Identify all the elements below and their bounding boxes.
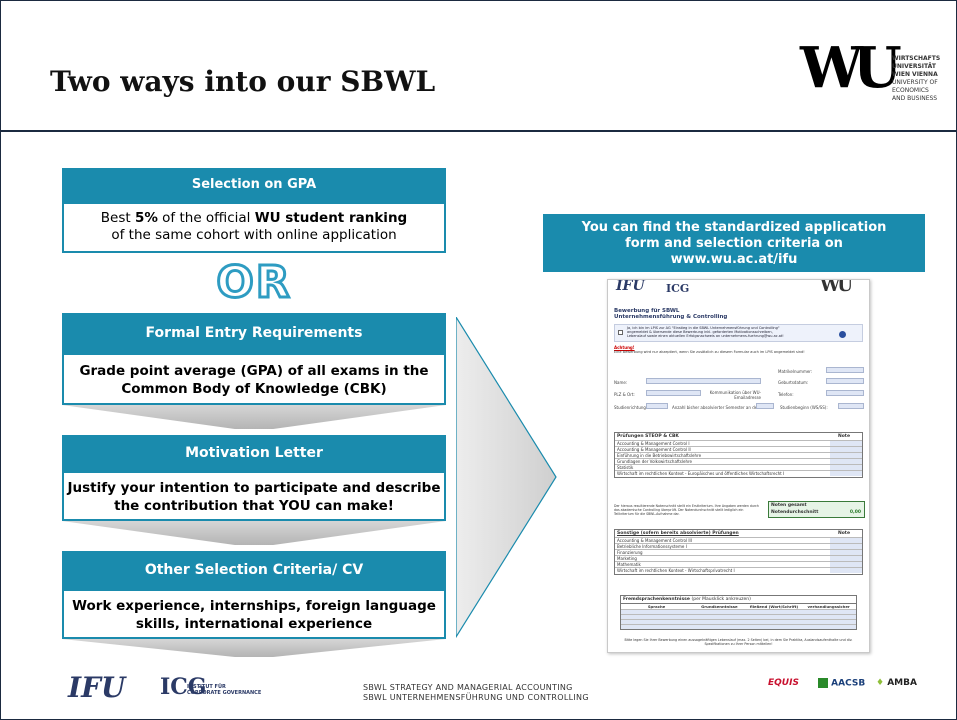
form-title: Bewerbung für SBWL Unternehmensführung &… bbox=[614, 308, 728, 320]
form-globe-icon bbox=[839, 331, 846, 338]
footer-caption: SBWL STRATEGY AND MANAGERIAL ACCOUNTING … bbox=[363, 683, 589, 702]
form-callout: You can find the standardized applicatio… bbox=[543, 214, 925, 272]
gpa-description: Best 5% of the official WU student ranki… bbox=[62, 202, 446, 253]
slide-title: Two ways into our SBWL bbox=[50, 65, 436, 98]
other-header: Other Selection Criteria/ CV bbox=[62, 551, 446, 589]
studium-input bbox=[646, 403, 668, 409]
geburt-input bbox=[826, 378, 864, 384]
name-input bbox=[646, 378, 761, 384]
gpa-header: Selection on GPA bbox=[62, 168, 446, 202]
header-divider bbox=[0, 130, 957, 132]
motivation-header: Motivation Letter bbox=[62, 435, 446, 471]
other-description: Work experience, internships, foreign la… bbox=[62, 589, 446, 639]
wu-logo-text: WIRTSCHAFTS UNIVERSITÄT WIEN VIENNA UNIV… bbox=[892, 55, 941, 102]
big-arrow-shape bbox=[456, 317, 557, 639]
ifu-logo: IFU bbox=[68, 671, 126, 704]
other-exam-table: Sonstige (sofern bereits absolvierte) Pr… bbox=[614, 529, 863, 575]
motivation-description: Justify your intention to participate an… bbox=[62, 471, 446, 521]
amba-badge: ♦ AMBA bbox=[876, 678, 917, 688]
application-form-preview: IFU ICG WU Bewerbung für SBWL Unternehme… bbox=[607, 279, 870, 653]
formal-header: Formal Entry Requirements bbox=[62, 313, 446, 353]
equis-badge: EQUIS bbox=[768, 678, 799, 688]
telefon-input bbox=[826, 390, 864, 396]
aacsb-badge: AACSB bbox=[818, 678, 865, 689]
formal-description: Grade point average (GPA) of all exams i… bbox=[62, 353, 446, 405]
form-ifu-logo: IFU bbox=[616, 279, 645, 294]
icg-logo: ICG bbox=[160, 674, 207, 700]
icg-logo-text: INSTITUT FÜR CORPORATE GOVERNANCE bbox=[187, 684, 262, 696]
or-label: OR bbox=[215, 256, 292, 310]
form-wu-logo: WU bbox=[820, 279, 853, 296]
plz-input bbox=[646, 390, 701, 396]
wu-logo-mark: WU bbox=[800, 35, 902, 101]
semester-input bbox=[756, 403, 774, 409]
amba-icon: ♦ bbox=[876, 678, 885, 688]
grade-summary: Noten gesamt Notendurchschnitt 0,00 bbox=[768, 501, 865, 518]
language-table: Fremdsprachenkenntnisse (per Mausklick a… bbox=[620, 595, 857, 630]
aacsb-icon bbox=[818, 678, 828, 688]
beginn-input bbox=[838, 403, 864, 409]
form-checkbox-panel: Ja, ich bin im LPIS zur AG "Einstieg in … bbox=[614, 324, 863, 342]
matrikel-input bbox=[826, 367, 864, 373]
form-icg-logo: ICG bbox=[666, 282, 690, 295]
form-checkbox bbox=[618, 330, 623, 335]
wu-logo: WU WIRTSCHAFTS UNIVERSITÄT WIEN VIENNA U… bbox=[800, 35, 940, 135]
